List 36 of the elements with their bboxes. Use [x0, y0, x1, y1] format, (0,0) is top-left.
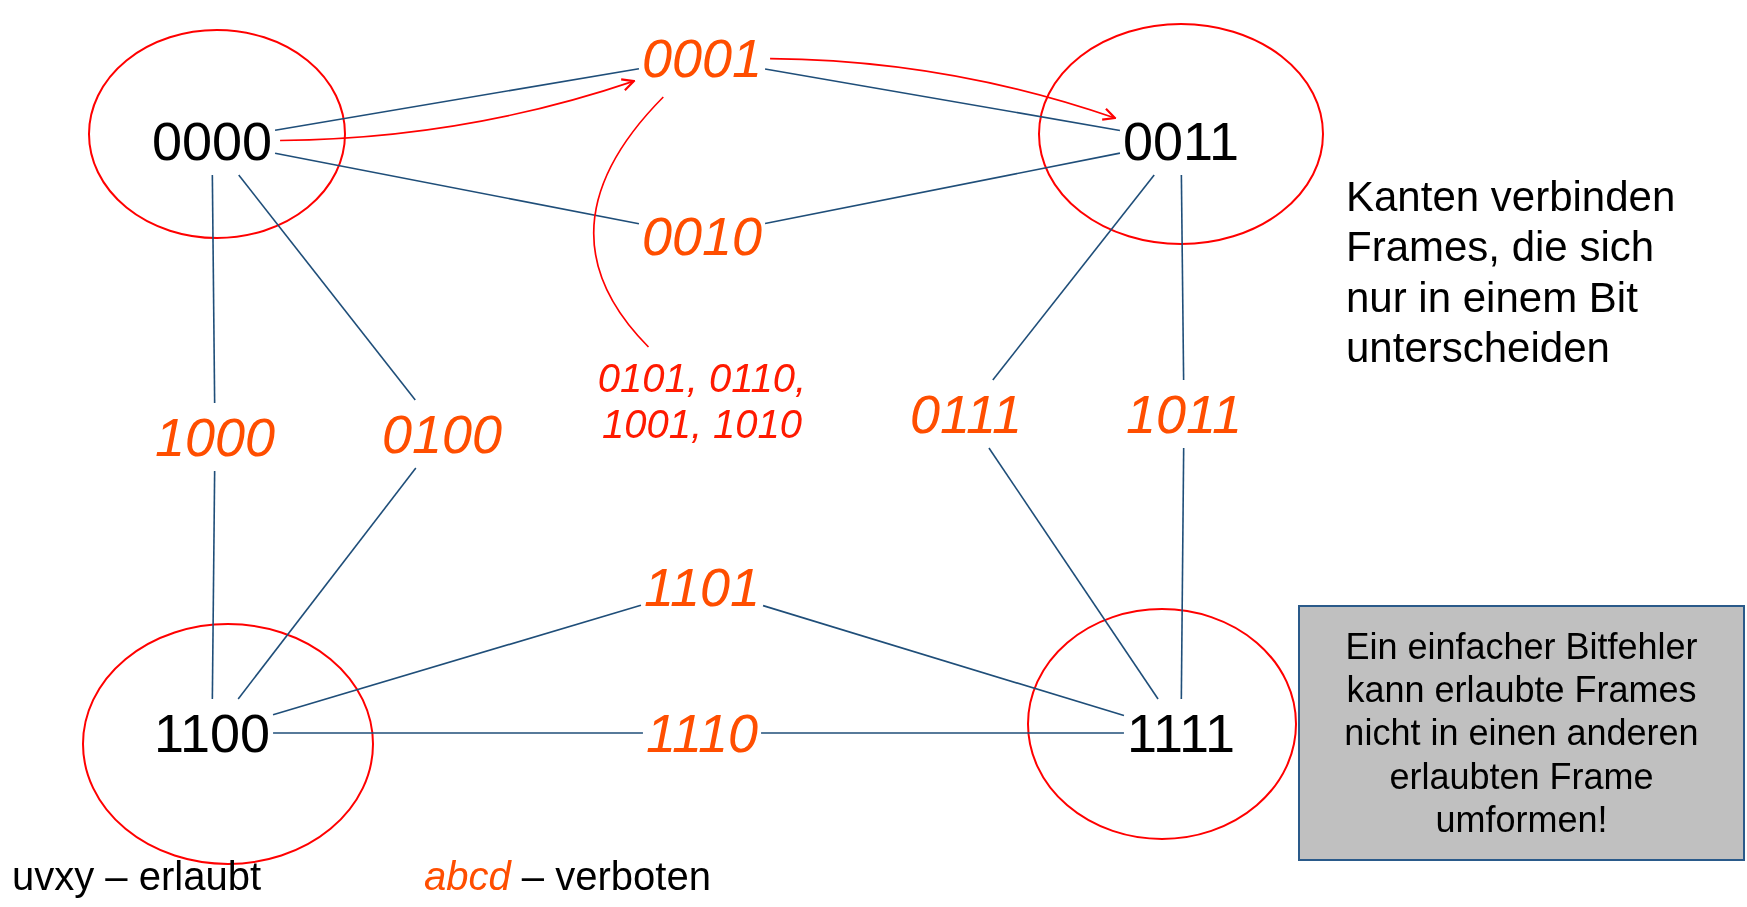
allowed-frame-code: 1111 [1126, 701, 1236, 765]
hand-drawn-arrow [769, 57, 1116, 121]
edge-line [237, 174, 417, 401]
forbidden-frame-code: 0111 [909, 382, 1023, 446]
edge-line [274, 152, 640, 225]
note-box [1298, 605, 1745, 861]
allowed-frame-code: 0011 [1122, 109, 1240, 173]
edge-line [988, 447, 1159, 700]
forbidden-frame-code: 0010 [641, 204, 763, 268]
edge-line [764, 68, 1121, 132]
edge-line [237, 467, 417, 700]
forbidden-frame-code: 0100 [381, 402, 503, 466]
forbidden-frame-code: 1000 [154, 405, 276, 469]
forbidden-frame-code: 1011 [1125, 382, 1243, 446]
note-text: Ein einfacher Bitfehler kann erlaubte Frames nicht in einen anderen erlaubten Frame umformen! [1343, 625, 1700, 841]
forbidden-frame-code: 1101 [643, 555, 761, 619]
forbidden-frame-code: 1110 [645, 701, 759, 765]
edge-line [211, 470, 216, 700]
edge-line [274, 67, 640, 132]
edge-line [762, 604, 1125, 717]
hand-drawn-arrow [279, 78, 635, 142]
forbidden-frame-code: 0001 [641, 26, 763, 90]
edge-line [992, 174, 1155, 381]
allowed-frame-code: 1100 [153, 701, 271, 765]
note-text: Kanten verbinden Frames, die sich nur in einem Bit unterscheiden [1346, 172, 1677, 374]
legend-text: abcd – verboten [424, 853, 711, 900]
edge-line [764, 152, 1121, 225]
edge-line [211, 174, 216, 404]
edge-line [272, 604, 642, 716]
edge-line [1180, 174, 1185, 381]
edge-line [760, 732, 1125, 734]
legend-text: uvxy – erlaubt [12, 853, 262, 900]
forbidden-frame-code: 0101, 0110, 1001, 1010 [577, 355, 827, 447]
allowed-frame-code: 0000 [151, 109, 273, 173]
edge-line [1180, 447, 1185, 700]
edge-line [272, 732, 644, 734]
